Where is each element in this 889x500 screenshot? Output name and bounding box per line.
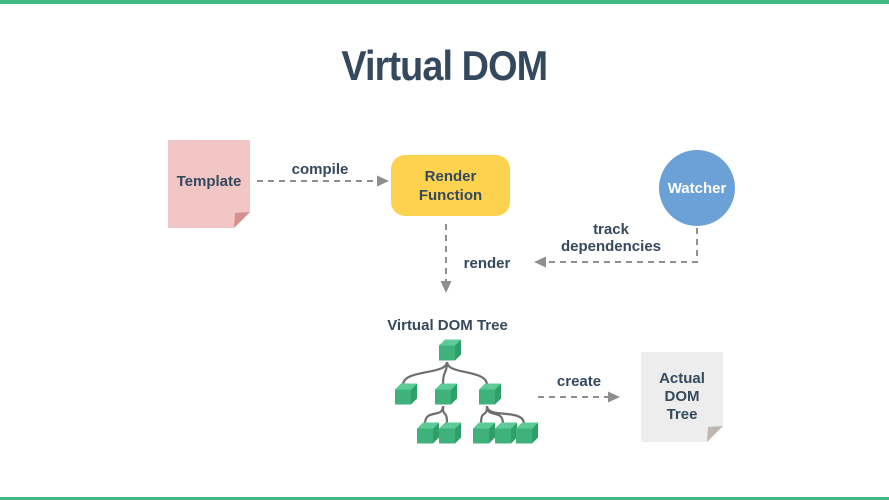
cube-face — [479, 389, 495, 405]
actual-dom-note: Actual DOM Tree — [641, 352, 723, 442]
actual-dom-note-label: Actual DOM Tree — [659, 370, 705, 423]
cube-face — [495, 383, 501, 405]
cube-face — [395, 389, 411, 405]
top-accent-bar — [0, 0, 889, 4]
compile-arrowhead-icon — [377, 175, 389, 187]
cube-face — [473, 428, 489, 444]
cube-face — [435, 389, 451, 405]
cube-face — [489, 422, 495, 444]
vdom-cube-child-1 — [395, 383, 417, 405]
tree-connector — [441, 361, 449, 386]
create-label: create — [556, 373, 602, 390]
render-function-label: Render Function — [418, 167, 483, 204]
cube-face — [439, 345, 455, 361]
cube-face — [495, 428, 511, 444]
tree-connector — [401, 361, 449, 386]
cube-face — [479, 383, 501, 390]
tree-connector — [423, 405, 445, 425]
tree-connector — [445, 361, 489, 386]
track-dependencies-label: track dependencies — [560, 221, 662, 255]
cube-face — [395, 383, 417, 390]
cube-face — [516, 422, 538, 429]
page-title: Virtual DOM — [0, 42, 889, 90]
compile-label: compile — [291, 161, 349, 178]
cube-face — [411, 383, 417, 405]
vdom-cube-child-2 — [435, 383, 457, 405]
cube-face — [473, 422, 495, 429]
render-label: render — [463, 255, 511, 272]
vdom-cube-child-3-2 — [495, 422, 517, 444]
render-arrow — [440, 224, 452, 293]
bottom-accent-bar — [0, 497, 889, 500]
vdom-cube-child-2-2 — [439, 422, 461, 444]
render-arrowhead-icon — [440, 281, 452, 293]
virtual-dom-tree-label: Virtual DOM Tree — [387, 317, 508, 334]
watcher-label: Watcher — [667, 179, 727, 197]
render-function-box: Render Function — [391, 155, 510, 216]
cube-face — [439, 422, 461, 429]
tree-connector — [441, 405, 449, 425]
cube-face — [417, 428, 433, 444]
virtual-dom-tree-graphic — [395, 339, 538, 444]
cube-face — [435, 383, 457, 390]
page-title-text: Virtual DOM — [341, 42, 549, 89]
create-arrowhead-icon — [608, 391, 620, 403]
vdom-cube-child-3 — [479, 383, 501, 405]
cube-face — [451, 383, 457, 405]
cube-face — [516, 428, 532, 444]
cube-face — [455, 422, 461, 444]
cube-face — [439, 339, 461, 346]
track-dependencies-arrowhead-icon — [534, 256, 546, 268]
vdom-cube-child-3-3 — [516, 422, 538, 444]
cube-face — [495, 422, 517, 429]
template-note: Template — [168, 140, 250, 228]
cube-face — [439, 428, 455, 444]
tree-connector — [485, 405, 505, 425]
vdom-cube-child-2-1 — [417, 422, 439, 444]
tree-connector — [485, 405, 526, 425]
vdom-cube-root — [439, 339, 461, 361]
vdom-cube-child-3-1 — [473, 422, 495, 444]
cube-face — [511, 422, 517, 444]
template-note-label: Template — [176, 172, 242, 190]
watcher-circle: Watcher — [659, 150, 735, 226]
create-arrow — [538, 391, 620, 403]
cube-face — [417, 422, 439, 429]
cube-face — [433, 422, 439, 444]
cube-face — [455, 339, 461, 361]
tree-connector — [479, 405, 489, 425]
cube-face — [532, 422, 538, 444]
